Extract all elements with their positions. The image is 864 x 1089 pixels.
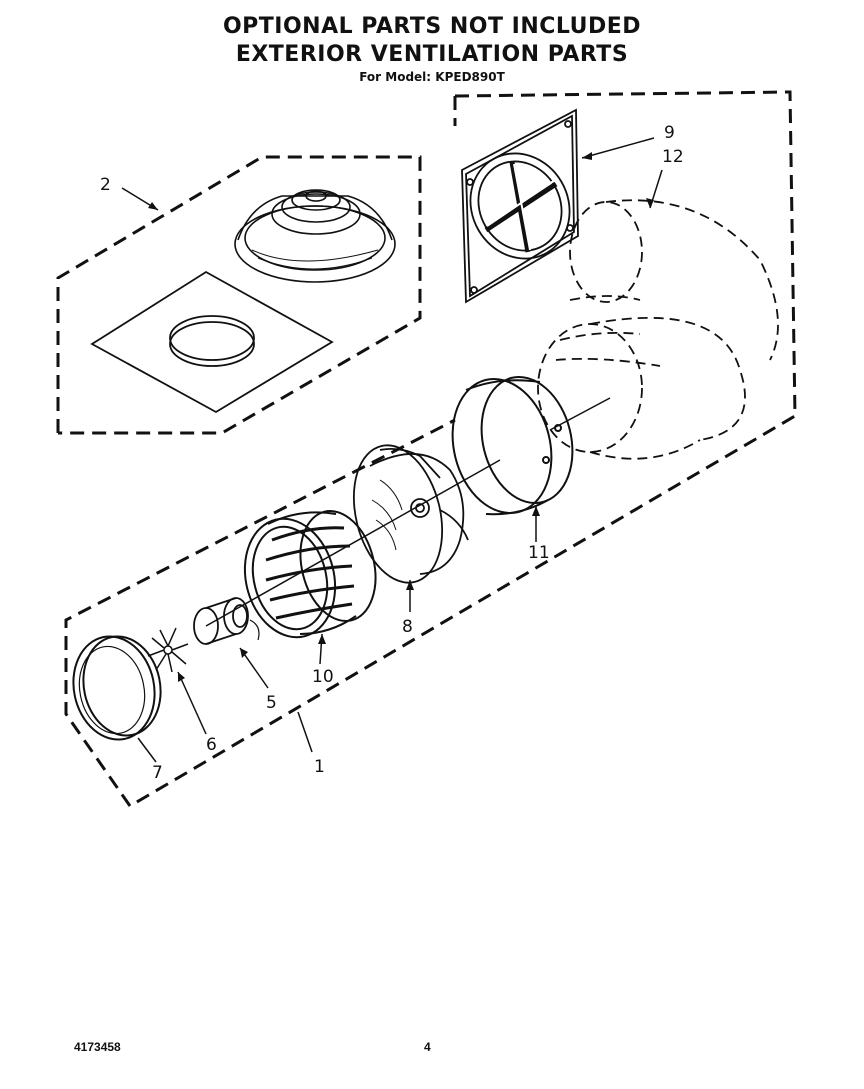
- callout-8: 8: [402, 617, 413, 637]
- damper-housing: [451, 375, 574, 516]
- motor: [193, 597, 260, 645]
- model-line: For Model: KPED890T: [359, 70, 505, 84]
- callout-10: 10: [312, 667, 334, 687]
- assembly-axis: [205, 397, 611, 627]
- blower-wheel: [352, 444, 469, 584]
- wall-cap-plate: [461, 108, 579, 304]
- callout-7: 7: [152, 763, 163, 783]
- front-cover: [72, 635, 162, 741]
- callout-2: 2: [100, 175, 111, 195]
- callout-1: 1: [314, 757, 325, 777]
- document-number: 4173458: [74, 1040, 121, 1054]
- group-1-dashed-box: [64, 90, 797, 808]
- roof-flashing-plate: [90, 270, 334, 414]
- blower-housing: [243, 509, 377, 639]
- callout-9: 9: [664, 123, 675, 143]
- group-2-dashed-box: [56, 155, 422, 435]
- page-title-line-1: OPTIONAL PARTS NOT INCLUDED: [222, 14, 642, 39]
- roof-cap-dome: [234, 189, 396, 283]
- leader-lines: [121, 137, 663, 763]
- leader-arrowheads: [148, 152, 654, 682]
- page-title-line-2: EXTERIOR VENTILATION PARTS: [235, 42, 629, 67]
- callout-6: 6: [206, 735, 217, 755]
- callout-12: 12: [662, 147, 684, 167]
- page-number: 4: [424, 1040, 431, 1054]
- callout-5: 5: [266, 693, 277, 713]
- fan-blade: [147, 627, 189, 673]
- duct-elbow: [537, 199, 779, 460]
- callout-11: 11: [528, 543, 550, 563]
